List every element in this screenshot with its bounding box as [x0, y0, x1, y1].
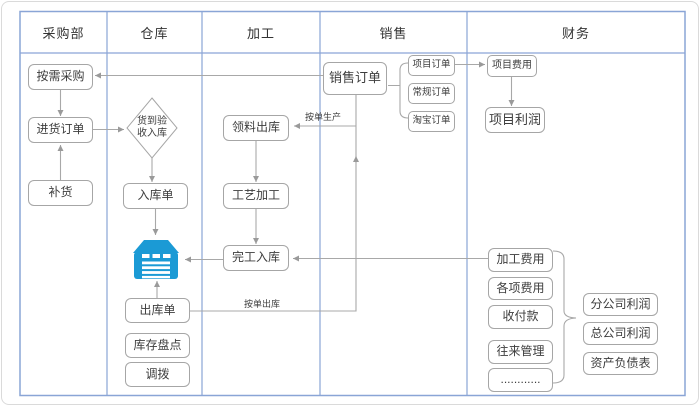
node-stock-count: 库存盘点	[125, 333, 190, 358]
node-transfer: 调拨	[125, 362, 190, 387]
node-counterparty-mgmt: 往来管理	[488, 340, 553, 364]
swimlane-frame	[19, 10, 686, 397]
lane-header-processing: 加工	[246, 26, 275, 41]
node-sales-order: 销售订单	[323, 62, 387, 95]
node-payments: 收付款	[488, 305, 553, 329]
node-branch-profit: 分公司利润	[583, 293, 658, 316]
lane-header-finance: 财务	[561, 26, 590, 41]
lane-header-purchasing: 采购部	[42, 26, 85, 41]
node-purchase-order: 进货订单	[28, 117, 93, 143]
bracket-finance-items	[552, 250, 577, 384]
node-project-cost: 项目费用	[487, 55, 537, 77]
node-inbound-note: 入库单	[123, 183, 188, 209]
node-taobao-order: 淘宝订单	[408, 111, 455, 132]
edge-label-produce-to-order: 按单生产	[304, 112, 341, 122]
node-material-outbound: 领料出库	[223, 115, 289, 141]
node-replenish: 补货	[28, 180, 93, 206]
node-processing-cost: 加工费用	[488, 248, 553, 272]
node-outbound-note: 出库单	[125, 298, 190, 323]
node-misc-cost: 各项费用	[488, 277, 553, 300]
decision-diamond	[126, 97, 178, 159]
node-finished-inbound: 完工入库	[223, 245, 289, 271]
node-demand-purchase: 按需采购	[28, 64, 93, 90]
node-regular-order: 常规订单	[408, 83, 455, 104]
node-project-order: 项目订单	[408, 55, 455, 76]
node-more-items: ............	[488, 368, 553, 392]
lane-header-sales: 销售	[379, 26, 408, 41]
node-process-machining: 工艺加工	[223, 183, 289, 209]
edge-label-outbound-by-order: 按单出库	[243, 299, 280, 309]
node-hq-profit: 总公司利润	[583, 322, 658, 345]
connectors	[57, 61, 577, 384]
edge-outbound-by-order-line	[190, 95, 357, 312]
bracket-sales-orders	[388, 62, 409, 119]
node-arrival-check-label: 货到验 收入库	[137, 116, 167, 139]
warehouse-icon	[133, 240, 179, 279]
node-project-profit: 项目利润	[485, 107, 545, 133]
lane-header-warehouse: 仓库	[140, 26, 169, 41]
node-balance-sheet: 资产负债表	[583, 352, 658, 375]
